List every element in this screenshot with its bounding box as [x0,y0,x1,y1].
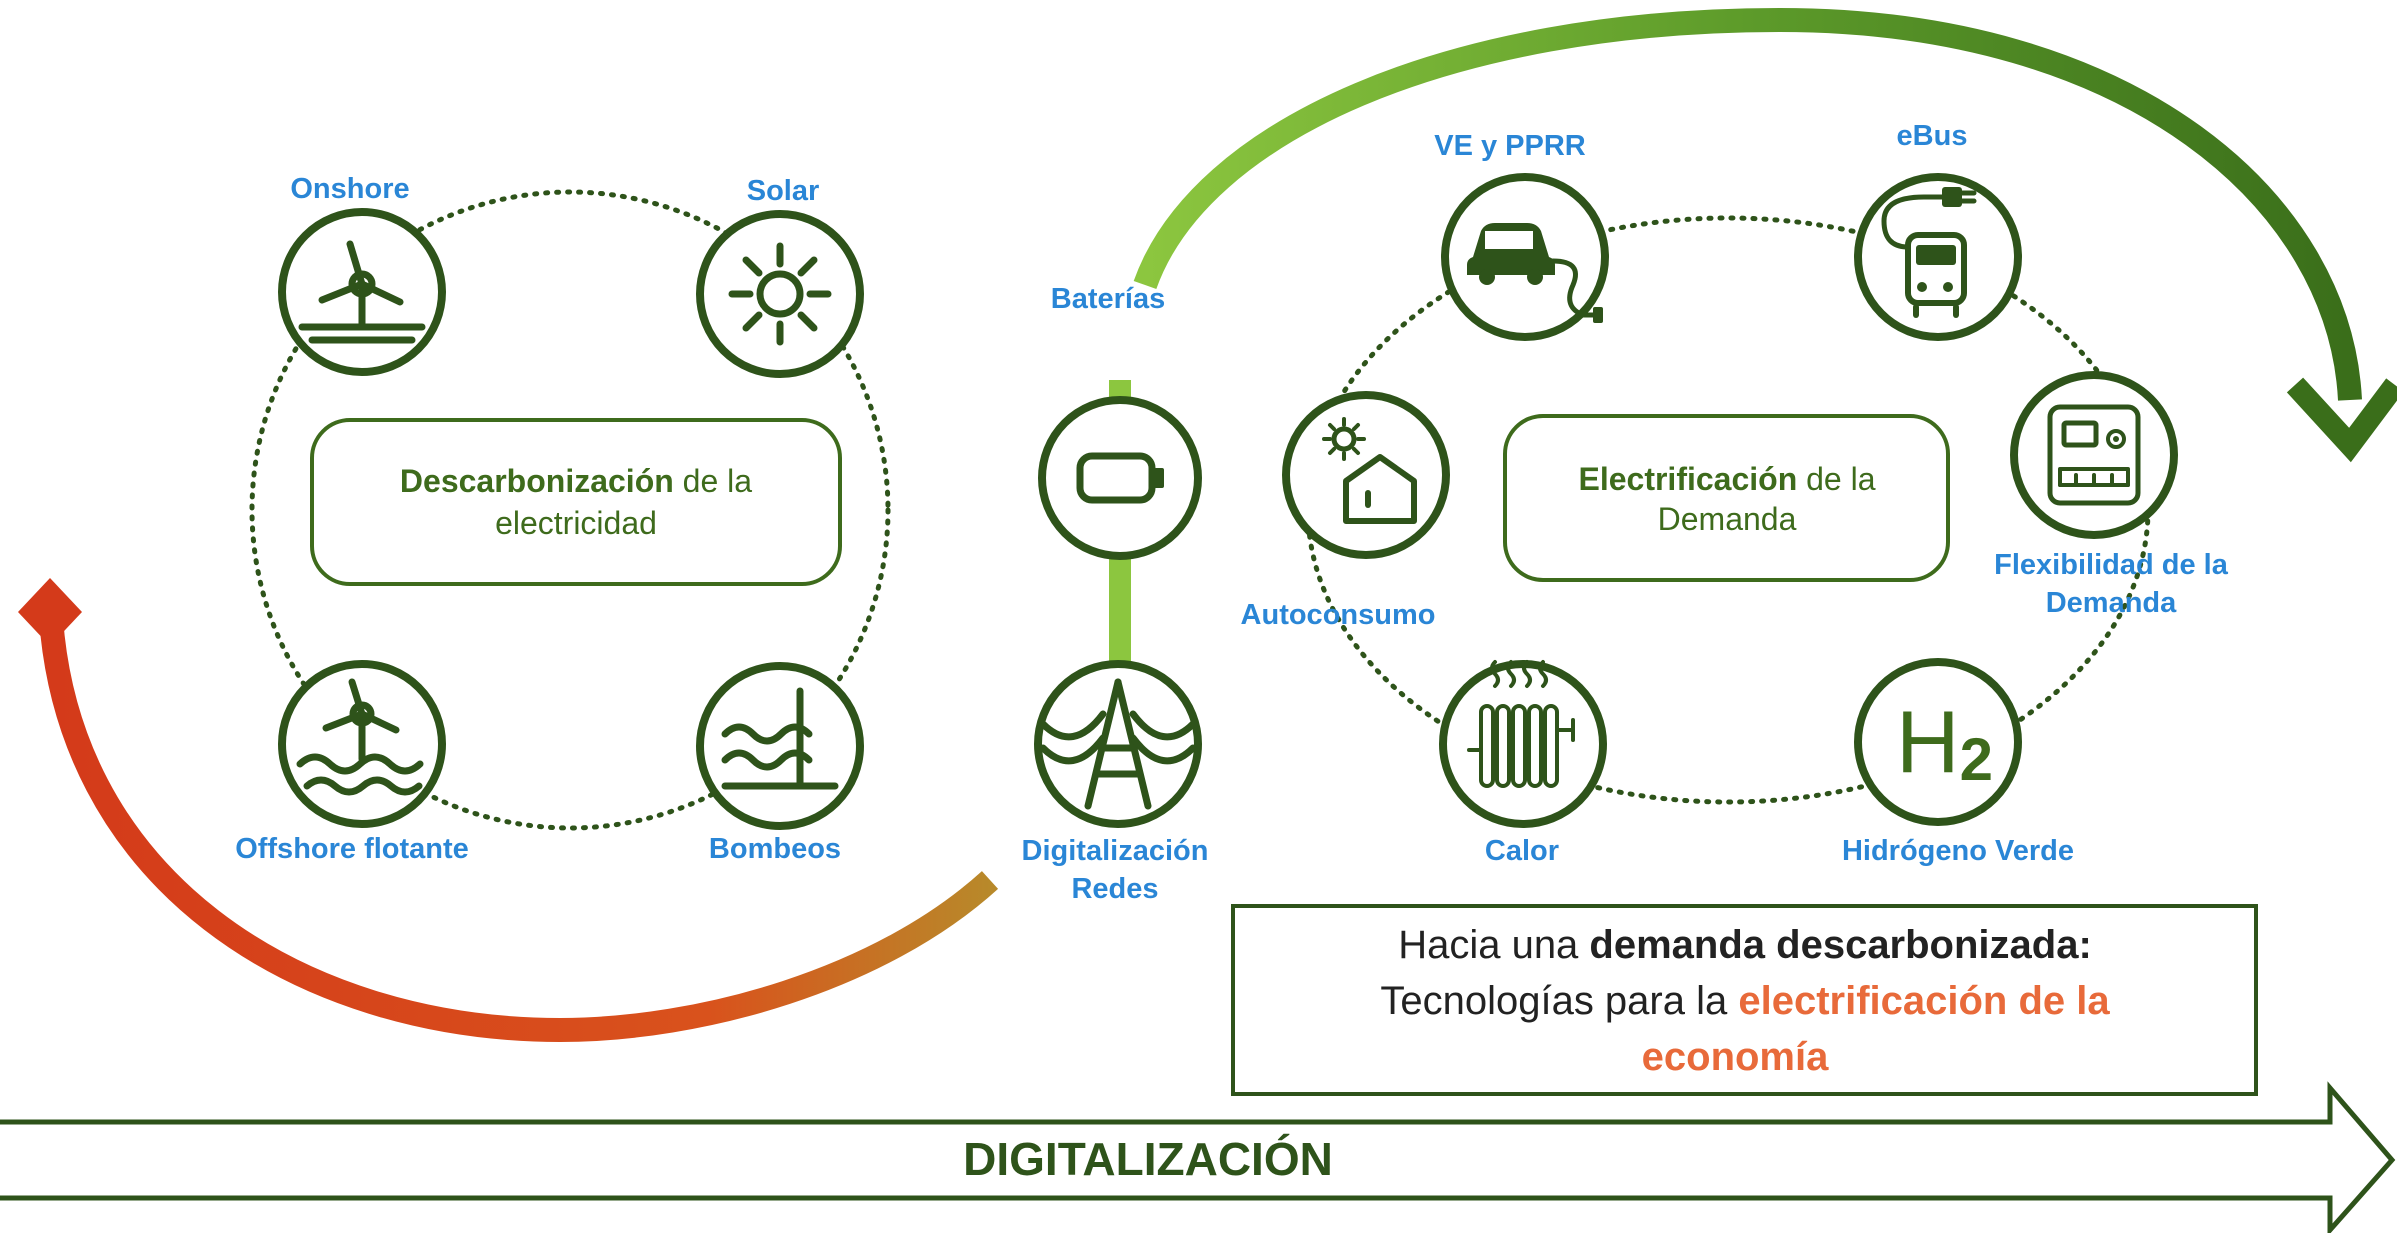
offshore-label: Offshore flotante [235,833,469,865]
right-center-rest-2: Demanda [1658,501,1797,537]
left-cluster: Descarbonización de la electricidad Onsh… [235,173,891,865]
sun-icon [728,242,832,346]
callout-line2-a: Tecnologías para la [1380,979,1738,1023]
home-solar-icon [1322,417,1417,524]
power-grid-icon [1039,678,1197,810]
onshore-label: Onshore [290,173,409,205]
ve-label: VE y PPRR [1434,130,1586,162]
left-dotted-ring [249,189,891,831]
calor-node [1439,660,1607,828]
electric-bus-icon [1881,187,1977,318]
offshore-node [278,660,446,828]
svg-text:Descarbonización de la: Descarbonización de la [400,463,752,499]
right-center-rest-1: de la [1797,461,1875,497]
svg-text:Tecnologías para la electrific: Tecnologías para la electrificación de l… [1380,979,2110,1023]
callout-line1-b: demanda descarbonizada: [1589,923,2091,967]
digitalizacion-node [1034,660,1202,828]
autoconsumo-label: Autoconsumo [1241,599,1436,631]
hydrogen-icon: H2 [1896,692,1993,793]
right-center-strong: Electrificación [1578,461,1797,497]
left-center-strong: Descarbonización [400,463,674,499]
calor-label: Calor [1485,835,1559,867]
hidrogeno-label: Hidrógeno Verde [1842,835,2074,867]
smart-meter-icon [2047,404,2141,506]
baterias-node [1038,396,1202,560]
ebus-label: eBus [1897,120,1968,152]
hydro-pump-icon [721,687,839,790]
svg-text:Hacia una demanda descarboniza: Hacia una demanda descarbonizada: [1398,923,2092,967]
right-center-box [1503,414,1950,582]
bombeos-node [696,662,864,830]
ve-node [1441,173,1609,341]
callout-line2-b: electrificación de la [1738,979,2110,1023]
left-center-rest-1: de la [674,463,752,499]
baterias-label: Baterías [1051,283,1165,315]
digitalizacion-arrow-label: DIGITALIZACIÓN [963,1133,1333,1185]
solar-node [696,210,864,378]
electric-car-icon [1467,223,1603,323]
hidrogeno-node: H2 [1854,658,2022,826]
digitalizacion-label-1: Digitalización [1022,835,1209,867]
wind-turbine-icon [298,240,426,344]
digitalizacion-label-2: Redes [1071,873,1158,905]
right-cluster: Electrificación de la Demanda VE y PPRR [1241,120,2229,867]
digitalizacion-arrow: DIGITALIZACIÓN [0,1081,2396,1233]
offshore-turbine-icon [296,678,424,796]
flexibilidad-node [2010,371,2178,539]
ebus-node [1854,173,2022,341]
flexibilidad-label-2: Demanda [2046,587,2177,619]
solar-label: Solar [747,175,820,207]
callout-line3: economía [1642,1035,1829,1079]
callout-line1-a: Hacia una [1398,923,1589,967]
svg-text:Electrificación de la: Electrificación de la [1578,461,1875,497]
radiator-icon [1467,660,1575,788]
hydrogen-subscript: 2 [1960,726,1993,793]
autoconsumo-node [1282,391,1450,559]
bombeos-label: Bombeos [709,833,841,865]
battery-icon [1076,452,1164,504]
green-forward-arrow [1133,7,2397,463]
left-center-rest-2: electricidad [495,505,657,541]
onshore-node [278,208,446,376]
red-return-arrow [18,578,999,1043]
hydrogen-glyph: H [1896,692,1960,791]
callout-box: Hacia una demanda descarbonizada: Tecnol… [1231,904,2258,1096]
left-center-box [310,418,842,586]
flexibilidad-label-1: Flexibilidad de la [1994,549,2229,581]
